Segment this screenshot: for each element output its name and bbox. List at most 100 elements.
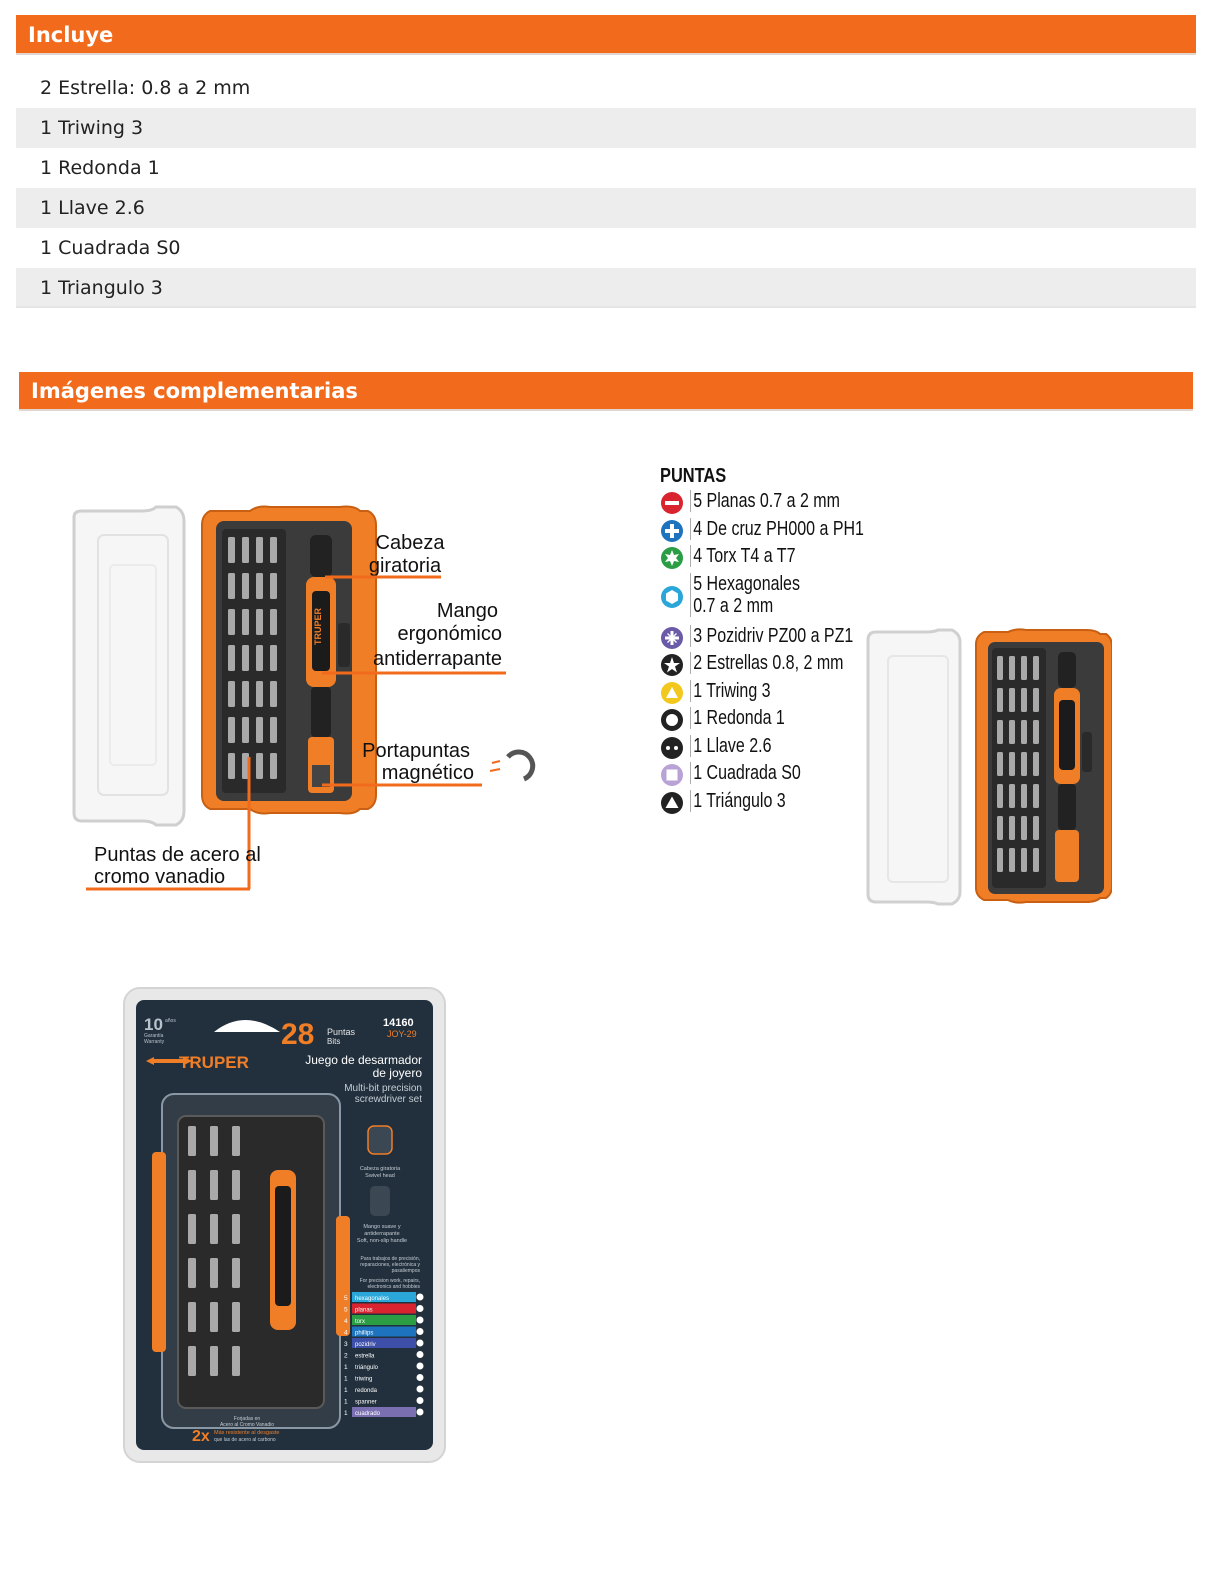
product-callout-image[interactable]: TRUPER Cabeza giratoria Mango ergonómico…: [60, 495, 540, 895]
package-image[interactable]: 10 años Garantía Warranty 28 Puntas Bits…: [122, 986, 447, 1464]
callout-puntas-acero: Puntas de acero al cromo vanadio: [86, 757, 261, 891]
svg-text:1: 1: [344, 1376, 348, 1383]
svg-text:1: 1: [344, 1387, 348, 1394]
svg-text:antiderrapante: antiderrapante: [364, 1231, 399, 1237]
bit: [242, 573, 249, 599]
bit: [997, 688, 1003, 712]
bit: [1009, 720, 1015, 744]
bit: [997, 784, 1003, 808]
callout-mango: Mango ergonómico antiderrapante: [322, 600, 506, 675]
svg-text:antiderrapante: antiderrapante: [373, 648, 502, 670]
svg-text:Puntas: Puntas: [327, 1027, 356, 1037]
svg-text:triángulo: triángulo: [355, 1365, 379, 1371]
callout-cabeza: Cabeza giratoria: [325, 532, 445, 579]
triwing-icon: [661, 681, 683, 704]
svg-text:Cabeza giratoria: Cabeza giratoria: [360, 1166, 401, 1172]
bit: [242, 681, 249, 707]
triangle-icon: [661, 791, 683, 814]
blister-tray: [152, 1093, 350, 1429]
svg-text:hexagonales: hexagonales: [355, 1296, 389, 1302]
handle-brand: TRUPER: [313, 607, 323, 645]
bit-type-icon: [416, 1328, 424, 1335]
svg-text:que las de acero al carbono: que las de acero al carbono: [214, 1437, 276, 1443]
list-item: 1 Llave 2.6: [660, 734, 880, 763]
bit-type-icon: [416, 1374, 424, 1381]
svg-text:spanner: spanner: [355, 1400, 377, 1406]
svg-text:Garantía: Garantía: [144, 1033, 164, 1039]
product-image-small[interactable]: [862, 626, 1112, 910]
product-code: 14160: [383, 1017, 414, 1029]
list-item: 5 Planas 0.7 a 2 mm: [660, 490, 880, 518]
bit: [1021, 720, 1027, 744]
list-item: 1 Triángulo 3: [660, 789, 880, 818]
bit: [1021, 752, 1027, 776]
bit: [210, 1346, 218, 1376]
bit: [242, 753, 249, 779]
svg-text:magnético: magnético: [382, 762, 474, 784]
bit: [1021, 656, 1027, 680]
bit: [232, 1346, 240, 1376]
list-item: 3 Pozidriv PZ00 a PZ1: [660, 624, 880, 653]
bit: [1009, 752, 1015, 776]
bit: [228, 753, 235, 779]
puntas-legend: PUNTAS 5 Planas 0.7 a 2 mm 4 De cruz PH0…: [660, 465, 880, 817]
bit: [270, 753, 277, 779]
svg-text:Acero al Cromo Vanadio: Acero al Cromo Vanadio: [220, 1422, 274, 1428]
list-item: 4 Torx T4 a T7: [660, 545, 880, 573]
bit: [232, 1214, 240, 1244]
bit: [242, 717, 249, 743]
bit: [1009, 784, 1015, 808]
bit: [228, 537, 235, 563]
svg-text:Swivel head: Swivel head: [365, 1173, 395, 1179]
bit: [188, 1258, 196, 1288]
bit: [270, 609, 277, 635]
square-icon: [661, 764, 683, 786]
svg-text:1: 1: [344, 1399, 348, 1406]
bit: [1033, 752, 1039, 776]
bit-type-icon: [416, 1385, 424, 1393]
bit: [242, 645, 249, 671]
bit: [256, 645, 263, 671]
forged-text: Forjadas en Acero al Cromo Vanadio: [220, 1416, 274, 1428]
bit: [1009, 688, 1015, 712]
svg-text:TRUPER: TRUPER: [179, 1053, 249, 1072]
strength-mult: 2x: [192, 1428, 210, 1445]
bit-type-icon: [416, 1293, 424, 1301]
imagenes-header: Imágenes complementarias: [19, 372, 1193, 411]
star-icon: [661, 654, 683, 676]
list-item: 1 Triwing 3: [660, 679, 880, 708]
svg-text:Portapuntas: Portapuntas: [362, 740, 470, 762]
list-item: 1 Redonda 1: [660, 707, 880, 735]
bits-grid: [228, 537, 277, 779]
svg-text:años: años: [165, 1018, 176, 1024]
list-item: 1 Cuadrada S0: [660, 762, 880, 790]
pozidriv-icon: [661, 626, 683, 649]
phillips-icon: [661, 519, 683, 542]
tray: TRUPER: [201, 505, 377, 815]
bit: [997, 752, 1003, 776]
svg-text:Soft, non-slip handle: Soft, non-slip handle: [357, 1238, 407, 1244]
bit: [1033, 688, 1039, 712]
bit-count: 28: [281, 1018, 314, 1051]
bit: [997, 848, 1003, 872]
svg-text:cromo vanadio: cromo vanadio: [94, 866, 225, 888]
svg-text:screwdriver set: screwdriver set: [355, 1094, 422, 1105]
round-icon: [661, 709, 683, 731]
bit: [188, 1302, 196, 1332]
svg-text:4: 4: [344, 1318, 348, 1325]
spanner-icon: [661, 736, 683, 759]
svg-text:4: 4: [344, 1330, 348, 1337]
bit: [188, 1170, 196, 1200]
svg-text:Juego de desarmador: Juego de desarmador: [305, 1053, 422, 1067]
callout-portapuntas: Portapuntas magnético: [322, 740, 482, 787]
bit: [242, 537, 249, 563]
bit: [1021, 848, 1027, 872]
bit: [1009, 848, 1015, 872]
bit: [1033, 656, 1039, 680]
svg-text:Mango: Mango: [437, 600, 498, 622]
list-item: 1 Llave 2.6: [16, 188, 1196, 228]
